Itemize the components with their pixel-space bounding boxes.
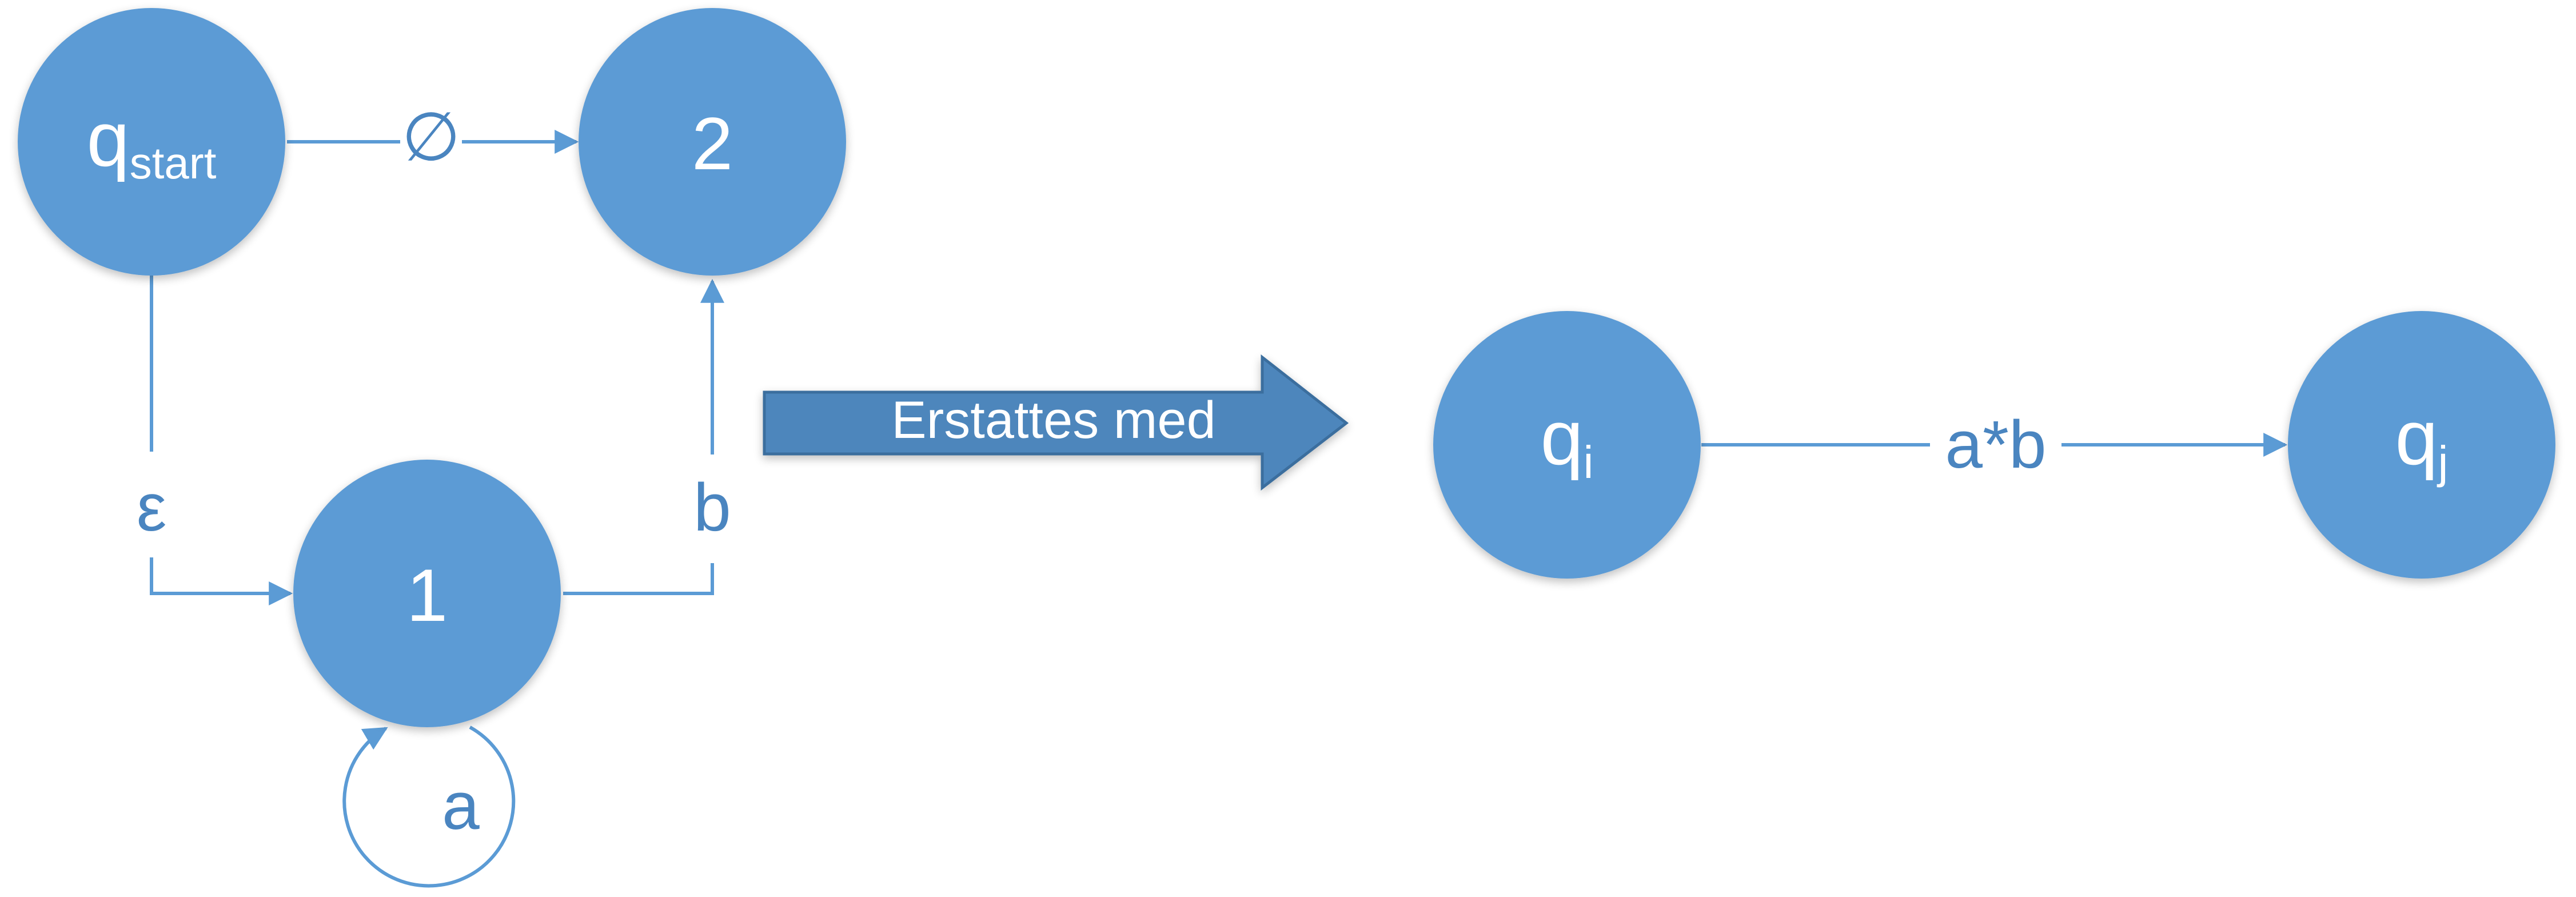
state-two-label: 2 [692,102,733,185]
svg-text:qstart: qstart [87,96,217,188]
state-q-i-base: q [1541,394,1584,481]
state-q-j: qj [2288,311,2555,579]
edge-start-to-one: ε [137,276,293,605]
transform-arrow: Erstattes med [763,354,1349,491]
edge-label-b: b [693,470,731,545]
state-q-start-subscript: start [130,138,217,188]
edge-label-a: a [442,768,480,844]
edge-qi-to-qj: a*b [1701,407,2288,483]
state-q-i-subscript: i [1584,437,1594,488]
edge-label-epsilon: ε [137,470,167,545]
state-one-label: 1 [406,553,448,637]
state-one: 1 [293,460,561,727]
state-q-j-subscript: j [2437,437,2449,488]
edge-start-to-two: ∅ [287,99,579,175]
state-q-i: qi [1433,311,1701,579]
state-q-start: qstart [18,8,285,276]
svg-text:qi: qi [1541,394,1594,488]
svg-text:qj: qj [2395,394,2449,488]
edge-label-a-star-b: a*b [1945,407,2046,483]
state-q-j-base: q [2395,394,2438,481]
state-two: 2 [579,8,846,276]
edge-one-to-two: b [563,278,731,595]
state-q-start-base: q [87,96,130,182]
edge-label-empty-set: ∅ [402,99,461,175]
transform-arrow-label: Erstattes med [891,391,1216,449]
edge-one-self-loop: a [342,725,516,888]
